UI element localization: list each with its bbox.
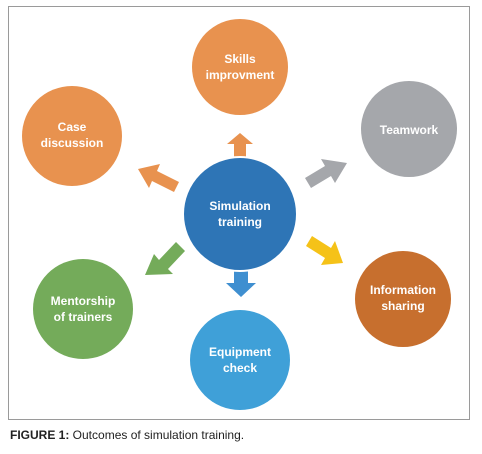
node-mentorship-label-2: of trainers — [54, 310, 113, 324]
node-case: Case discussion — [22, 86, 122, 186]
node-information-label-2: sharing — [381, 299, 424, 313]
node-skills-label-1: Skills — [224, 52, 256, 66]
node-equipment-label-2: check — [223, 361, 257, 375]
center-label-2: training — [218, 215, 262, 229]
node-center: Simulation training — [182, 156, 298, 272]
node-mentorship-label-1: Mentorship — [51, 294, 116, 308]
arrow-to-case — [138, 164, 179, 192]
arrow-to-skills — [227, 133, 253, 157]
node-information: Information sharing — [355, 251, 451, 347]
node-information-label-1: Information — [370, 283, 436, 297]
node-mentorship: Mentorship of trainers — [33, 259, 133, 359]
arrow-to-teamwork — [305, 159, 347, 188]
caption-text: Outcomes of simulation training. — [69, 428, 245, 442]
node-teamwork-label: Teamwork — [380, 123, 439, 137]
caption-label: FIGURE 1: — [10, 428, 70, 442]
node-equipment: Equipment check — [190, 310, 290, 410]
center-label-1: Simulation — [209, 199, 270, 213]
node-case-label-1: Case — [58, 120, 87, 134]
node-equipment-label-1: Equipment — [209, 345, 271, 359]
node-skills-label-2: improvment — [206, 68, 275, 82]
arrow-to-mentorship — [145, 242, 185, 275]
arrow-to-equipment — [226, 271, 256, 297]
figure-caption: FIGURE 1: Outcomes of simulation trainin… — [10, 428, 244, 442]
node-case-label-2: discussion — [41, 136, 104, 150]
node-skills: Skills improvment — [192, 19, 288, 115]
arrow-to-information — [306, 236, 343, 265]
node-teamwork: Teamwork — [361, 81, 457, 177]
